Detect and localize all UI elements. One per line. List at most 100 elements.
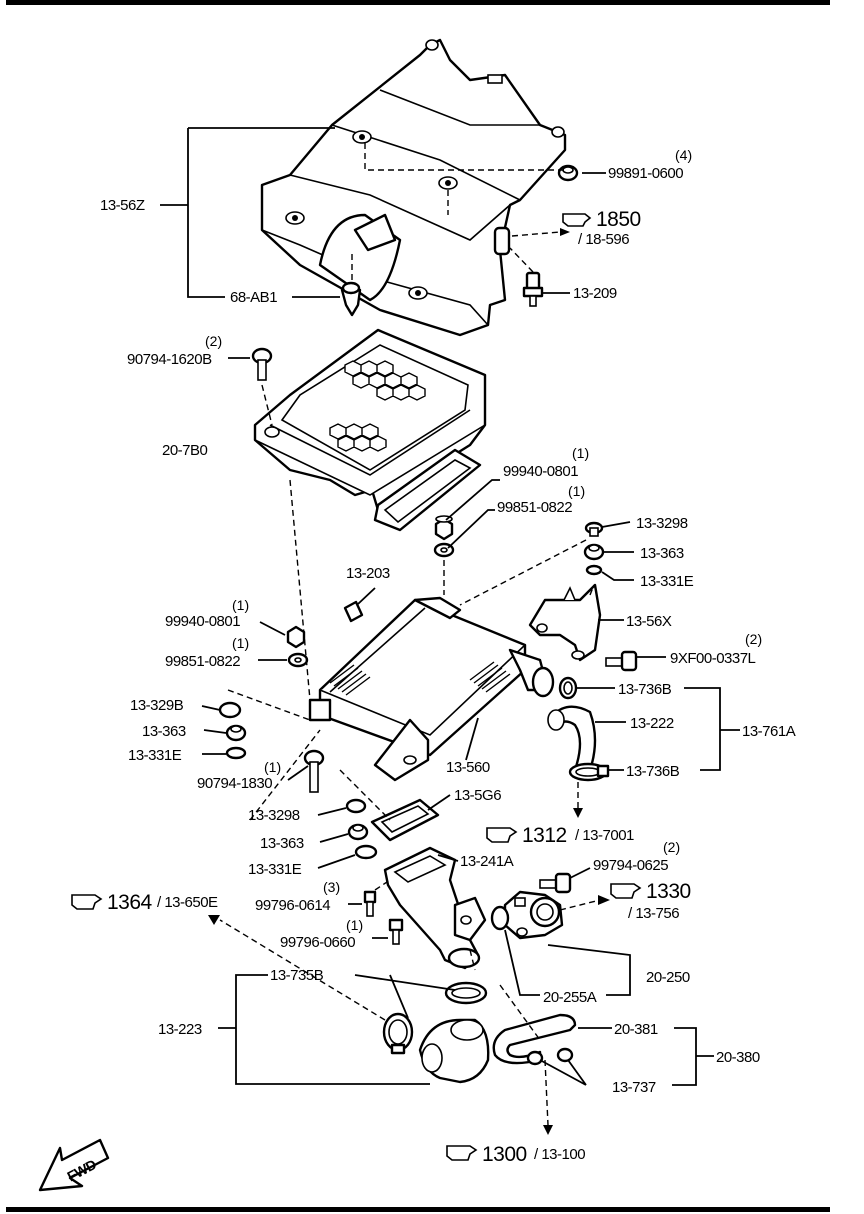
label-99794-0625: 99794-0625 [593,857,668,874]
label-99851-0822-top: 99851-0822 [497,499,572,516]
label-13-737: 13-737 [612,1079,656,1096]
cover-nut [557,164,579,182]
bracket-13-56x [528,583,602,662]
label-13-363-left: 13-363 [142,723,186,740]
bolt-9xf00 [605,650,638,672]
label-99891-0600: 99891-0600 [608,165,683,182]
label-13-736b-top: 13-736B [618,681,672,698]
ref-13-650e: / 13-650E [157,894,218,911]
label-13-3298-right: 13-3298 [636,515,688,532]
bolt-99794-0625 [539,872,572,894]
hand-pointer-icon-1312 [486,827,518,843]
label-13-329b-left: 13-329B [130,697,184,714]
label-13-223: 13-223 [158,1021,202,1038]
ref-1312: 1312 [522,824,567,847]
label-13-56z: 13-56Z [100,197,145,214]
label-13-331e-right: 13-331E [640,573,694,590]
qty-99851-top: (1) [568,483,585,499]
label-99940-0801-top: 99940-0801 [503,463,578,480]
label-20-380: 20-380 [716,1049,760,1066]
label-13-560: 13-560 [446,759,490,776]
upper-cover-part [260,38,567,337]
label-99796-0614: 99796-0614 [255,897,330,914]
label-13-5g6: 13-5G6 [454,787,501,804]
hand-pointer-icon-1364 [71,894,103,910]
label-20-250: 20-250 [646,969,690,986]
honeycomb-mesh-top [329,360,426,452]
bolt-99796-0614 [363,890,377,917]
air-duct-part [253,328,487,532]
hand-pointer-icon-1300 [446,1145,478,1161]
label-13-363-lower: 13-363 [260,835,304,852]
insulator-stack-lower [345,798,378,860]
qty-9xf00: (2) [745,631,762,647]
top-border [6,0,830,5]
bolt-90794-1620b [251,347,273,381]
fwd-arrow-icon [38,1138,110,1192]
clamp-736b-bot [568,762,610,782]
qty-99796-0614: (3) [323,879,340,895]
clip-13-737 [526,1047,574,1066]
qty-99940-left: (1) [232,597,249,613]
qty-90794-1620: (2) [205,333,222,349]
label-13-241a: 13-241A [460,853,514,870]
qty-99796-0660: (1) [346,917,363,933]
qty-99794-0625: (2) [663,839,680,855]
ref-13-7001: / 13-7001 [575,827,634,844]
gasket-13-5g6 [370,798,440,842]
qty-90794-1830: (1) [264,759,281,775]
label-90794-1830: 90794-1830 [197,775,272,792]
label-13-222: 13-222 [630,715,674,732]
label-99796-0660: 99796-0660 [280,934,355,951]
hose-13-223 [418,1018,490,1084]
clamp-735b-b [382,1012,414,1055]
ref-13-100: / 13-100 [534,1146,585,1163]
label-99940-0801-left: 99940-0801 [165,613,240,630]
label-9xf00-0337l: 9XF00-0337L [670,650,756,667]
fins-right [469,661,511,693]
label-13-736b-bot: 13-736B [626,763,680,780]
bolt-13-209 [522,271,544,307]
pin-13-203 [343,600,364,623]
ref-1850: 1850 [596,208,641,231]
bolt-90794-1830 [303,749,325,793]
nut-99940-left [286,625,306,649]
washer-99851-left [287,652,309,668]
label-13-331e-left: 13-331E [128,747,182,764]
label-13-3298-lower: 13-3298 [248,807,300,824]
ref-1364: 1364 [107,891,153,914]
qty-99891: (4) [675,147,692,163]
label-13-56x: 13-56X [626,613,672,630]
clamp-736b-top [558,676,578,700]
label-13-735b: 13-735B [270,967,324,984]
label-20-381: 20-381 [614,1021,658,1038]
hand-pointer-icon-1330 [610,883,642,899]
hose-13-222 [547,705,597,772]
ref-13-756: / 13-756 [628,905,679,922]
bottom-border [6,1207,830,1212]
label-13-331e-lower: 13-331E [248,861,302,878]
valve-20-250 [503,890,564,940]
gasket-20-255a [490,905,510,931]
fins-left [329,664,371,696]
qty-99851-left: (1) [232,635,249,651]
label-99851-0822-left: 99851-0822 [165,653,240,670]
label-13-203: 13-203 [346,565,390,582]
hand-pointer-icon-1850 [562,213,592,227]
qty-99940-top: (1) [572,445,589,461]
insulator-stack-left [218,701,247,760]
label-13-761a: 13-761A [742,723,796,740]
bolt-99796-0660 [388,918,404,945]
label-90794-1620b: 90794-1620B [127,351,212,368]
hose-20-381 [492,1013,577,1065]
clamp-735b-a [444,981,488,1005]
ref-18-596: / 18-596 [578,231,629,248]
insulator-stack-right [583,521,605,576]
clip-68-ab1 [340,281,362,317]
label-13-209: 13-209 [573,285,617,302]
nut-99940-top [434,515,454,541]
label-68-ab1: 68-AB1 [230,289,277,306]
label-13-363-right: 13-363 [640,545,684,562]
ref-1300: 1300 [482,1143,527,1166]
